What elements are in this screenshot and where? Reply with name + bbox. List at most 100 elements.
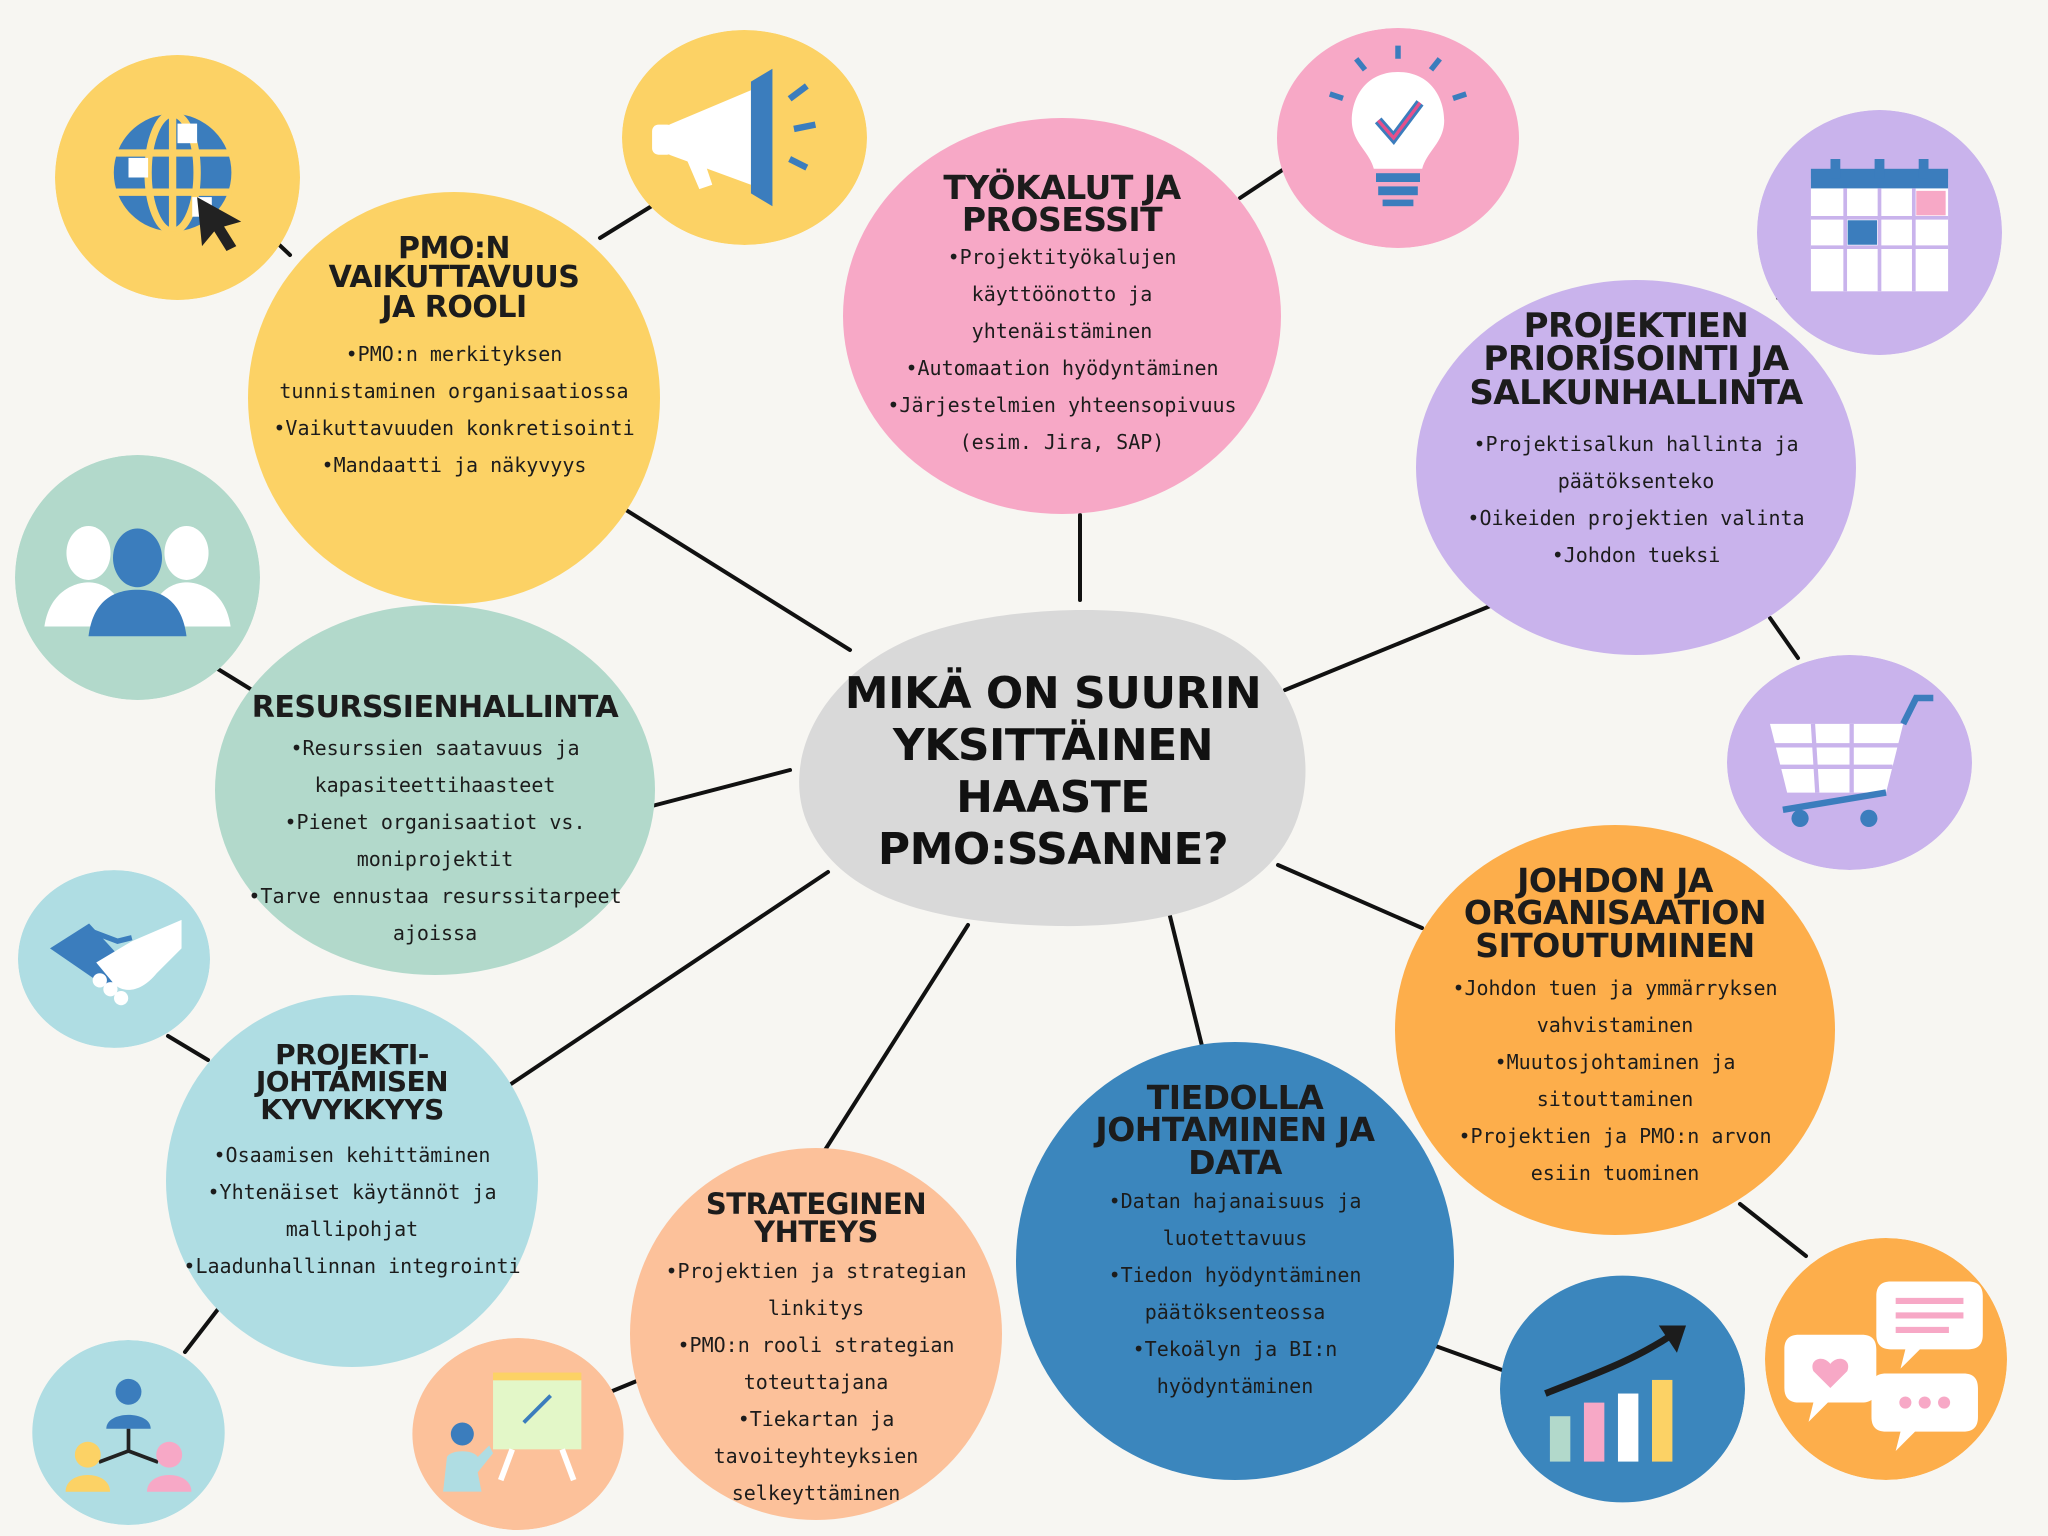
topic-item: •Tiekartan ja tavoiteyhteyksien (713, 1406, 919, 1468)
topic-title-line: PRIORISOINTI JA (1483, 339, 1789, 380)
topic-item: •Mandaatti ja näkyvyys (321, 453, 587, 478)
topic-item: hyödyntäminen (1156, 1373, 1314, 1398)
topic-title-line: PROSESSIT (961, 200, 1163, 240)
topic-title-line: SITOUTUMINEN (1475, 925, 1755, 965)
topic-item: •Laadunhallinnan integrointi (183, 1254, 521, 1279)
growth-chart-icon (1500, 1275, 1745, 1503)
topic-item: •Datan hajanaisuus ja (1108, 1188, 1362, 1213)
topic-items: •Projektisalkun hallinta ja päätöksenteko… (1467, 426, 1804, 574)
topic-item: tunnistaminen organisaatiossa (279, 379, 629, 404)
topic-item: esiin tuominen (1530, 1160, 1700, 1185)
central-question-line: MIKÄ ON SUURIN (844, 668, 1262, 719)
topic-title-line: PROJEKTI- (275, 1038, 429, 1071)
topic-title-line: ORGANISAATION (1463, 893, 1767, 933)
topic-items: •Projektien ja strategian linkitys •PMO:n … (630, 1253, 1002, 1512)
topic-item: •Tiedon hyödyntäminen (1108, 1262, 1362, 1287)
topic-items: •PMO:n merkityksen tunnistaminen organisa… (273, 336, 634, 484)
topic-item: •PMO:n rooli strategian (677, 1332, 955, 1357)
topic-item: •Yhtenäiset käytännöt ja (207, 1180, 497, 1205)
topic-item: käyttöönotto ja (971, 281, 1153, 306)
topic-title-line: RESURSSIENHALLINTA (251, 690, 619, 725)
topic-item: selkeyttäminen (731, 1480, 901, 1505)
topic-item: •Oikeiden projektien valinta (1467, 505, 1805, 530)
topic-items: •Datan hajanaisuus ja luotettavuus •Tiedon… (1109, 1183, 1362, 1405)
topic-item: •Vaikuttavuuden konkretisointi (273, 416, 635, 441)
topic-title-line: YHTEYS (754, 1215, 878, 1250)
topic-title-line: TIEDOLLA (1146, 1078, 1324, 1117)
central-question-line: HAASTE (956, 772, 1150, 823)
topic-item: •Johdon tueksi (1551, 542, 1721, 567)
topic-item: ajoissa (392, 921, 478, 946)
center-blob-shape (799, 609, 1306, 927)
topic-item: kapasiteettihaasteet (314, 773, 556, 798)
topic-item: •Projektisalkun hallinta ja (1473, 431, 1799, 456)
topic-item: •PMO:n merkityksen (345, 342, 563, 367)
topic-item: •Pienet organisaatiot vs. (284, 810, 586, 835)
topic-title-line: JOHTAMISEN (255, 1065, 449, 1099)
topic-title-line: PMO:N (398, 231, 510, 266)
topic-item: toteuttajana (743, 1369, 889, 1394)
topic-title-line: STRATEGINEN (705, 1187, 927, 1221)
topic-item: •Tekoälyn ja BI:n (1132, 1336, 1338, 1361)
topic-title-line: KYVYKKYYS (260, 1092, 444, 1126)
topic-item: •Automaation hyödyntäminen (905, 355, 1219, 380)
topic-item: luotettavuus (1162, 1225, 1308, 1250)
globe-cursor-icon (55, 55, 300, 300)
topic-title-line: SALKUNHALLINTA (1469, 372, 1803, 413)
topic-item: •Muutosjohtaminen ja (1494, 1049, 1736, 1074)
topic-title-line: TYÖKALUT JA (943, 168, 1181, 207)
topic-title-line: JOHDON JA (1517, 861, 1713, 900)
calendar-icon (1757, 110, 2002, 355)
topic-title-line: JOHTAMINEN JA (1095, 1110, 1375, 1150)
topic-item: •Osaamisen kehittäminen (213, 1143, 491, 1168)
topic-item: sitouttaminen (1536, 1086, 1694, 1111)
topic-items: •Resurssien saatavuus ja kapasiteettihaas… (248, 730, 621, 952)
central-question-line: YKSITTÄINEN (892, 720, 1214, 771)
topic-title: RESURSSIENHALLINTA (251, 690, 619, 725)
team-icon (15, 455, 260, 700)
handshake-icon (18, 870, 210, 1048)
central-question-line: PMO:SSANNE? (877, 824, 1229, 875)
topic-item: •Tarve ennustaa resurssitarpeet (248, 884, 622, 909)
topic-resurssit: RESURSSIENHALLINTA •Resurssien saatavuus… (215, 605, 655, 975)
topic-item: vahvistaminen (1536, 1012, 1694, 1037)
topic-item: päätöksenteko (1557, 468, 1715, 493)
topic-item: •Projektien ja strategian (665, 1258, 967, 1283)
topic-item: •Järjestelmien yhteensopivuus (887, 392, 1237, 417)
topic-title-line: JA ROOLI (381, 289, 527, 325)
presentation-icon (412, 1338, 624, 1530)
topic-item: •Projektien ja PMO:n arvon (1458, 1123, 1772, 1148)
org-chart-icon (32, 1340, 225, 1525)
topic-item: (esim. Jira, SAP) (959, 429, 1165, 454)
topic-title-line: VAIKUTTAVUUS (328, 260, 580, 296)
topic-title-line: PROJEKTIEN (1523, 306, 1749, 346)
topic-item: päätöksenteossa (1144, 1299, 1326, 1324)
chat-bubbles-icon (1765, 1238, 2007, 1480)
topic-item: mallipohjat (285, 1217, 419, 1242)
topic-item: •Resurssien saatavuus ja (290, 736, 580, 761)
lightbulb-check-icon (1276, 28, 1520, 248)
topic-item: •Projektityökalujen (947, 244, 1177, 269)
topic-item: moniprojektit (356, 847, 514, 872)
topic-item: yhtenäistäminen (971, 318, 1153, 343)
topic-item: linkitys (767, 1295, 865, 1320)
topic-items: •Projektityökalujen käyttöönotto ja yhtenä… (887, 239, 1236, 461)
topic-items: •Osaamisen kehittäminen •Yhtenäiset käytä… (183, 1137, 520, 1285)
megaphone-icon (622, 30, 867, 245)
